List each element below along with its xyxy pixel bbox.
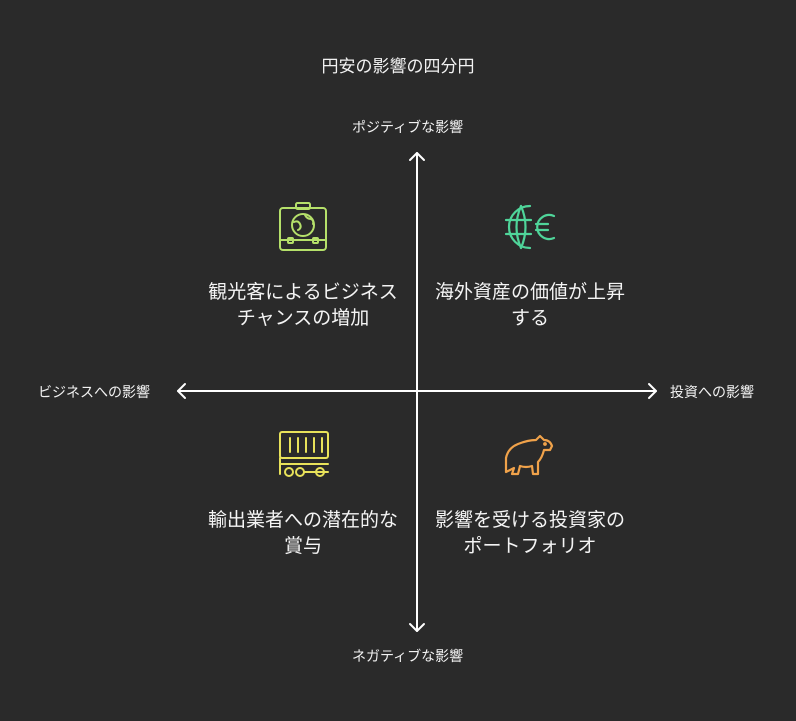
axis-label-right: 投資への影響 (670, 385, 754, 401)
quadrant-bottom-right-text: 影響を受ける投資家のポートフォリオ (435, 509, 626, 557)
arrow-up-icon (409, 152, 425, 161)
arrow-left-icon (177, 383, 186, 399)
arrow-down-icon (409, 623, 425, 632)
axis-label-left: ビジネスへの影響 (38, 385, 150, 401)
axis-label-bottom: ネガティブな影響 (352, 649, 464, 665)
quadrant-bottom-left-text: 輸出業者への潜在的な賞与 (208, 509, 399, 557)
suitcase-globe-icon (279, 202, 327, 251)
quadrant-top-left-text: 観光客によるビジネスチャンスの増加 (208, 281, 398, 329)
bear-icon (504, 434, 554, 476)
page-title: 円安の影響の四分円 (321, 57, 475, 77)
globe-euro-icon (504, 204, 556, 250)
container-truck-icon (279, 431, 329, 477)
arrow-right-icon (648, 383, 657, 399)
quadrant-top-right-text: 海外資産の価値が上昇する (435, 281, 626, 329)
axis-label-top: ポジティブな影響 (352, 120, 464, 136)
